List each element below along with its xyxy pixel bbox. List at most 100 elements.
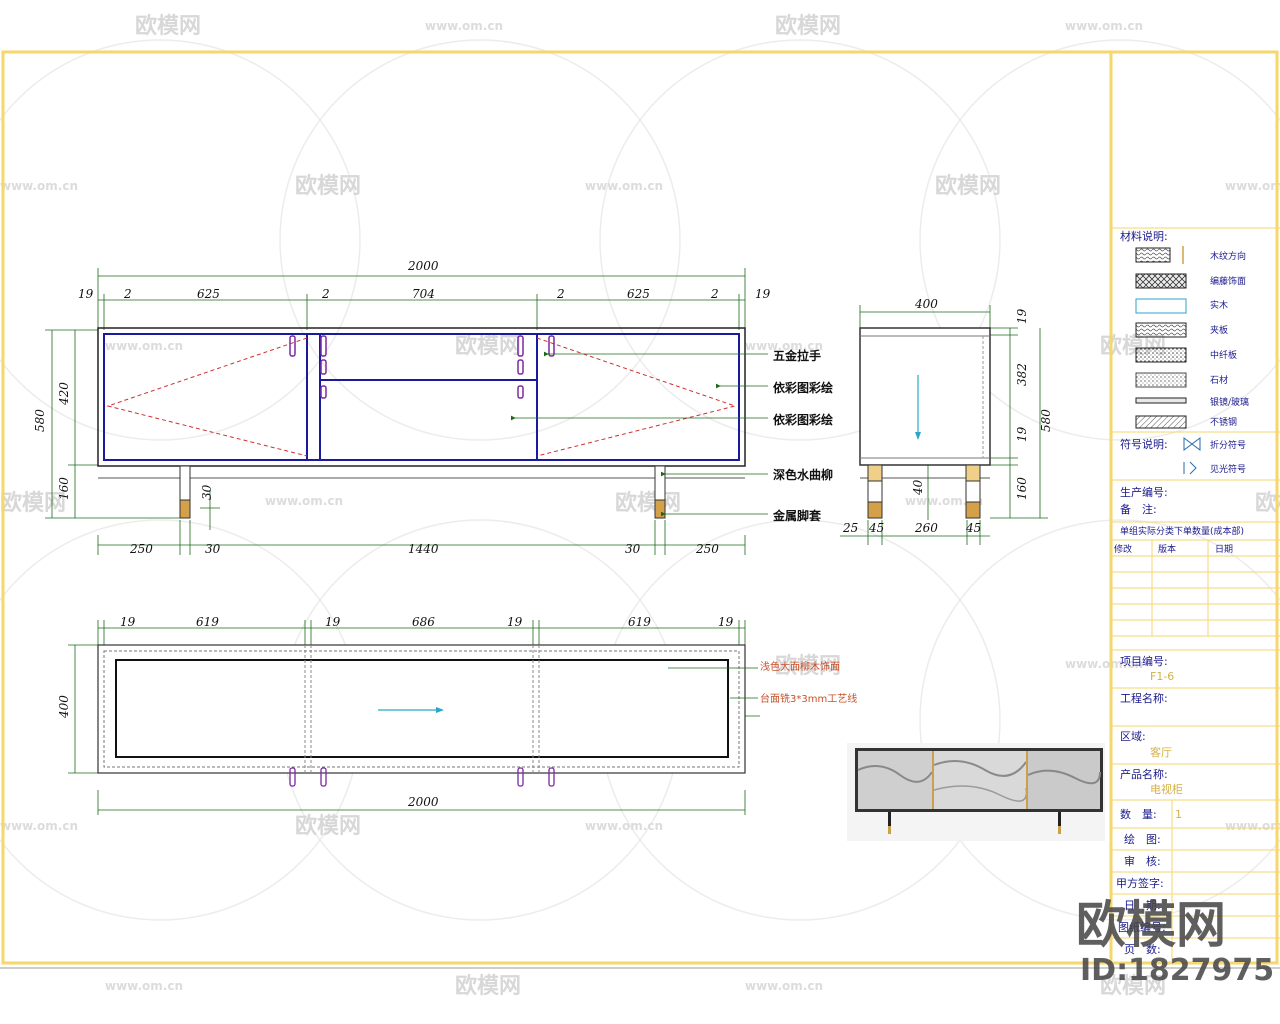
swatch-stainless (1135, 415, 1187, 429)
symbol-label: 折分符号 (1210, 439, 1246, 451)
dim-depth: 400 (914, 297, 938, 311)
dim-top: 19 (755, 287, 771, 301)
watermark-brand: 欧模网 (0, 490, 66, 516)
callout-painted-panel: 依彩图彩绘 (773, 412, 833, 427)
product-name-label: 产品名称: (1120, 767, 1168, 781)
side-view: 400 19 382 19 160 580 40 25 45 260 45 (840, 297, 1053, 545)
dim-side-bottom: 25 (842, 521, 858, 535)
material-label: 编藤饰面 (1210, 275, 1246, 287)
watermark-brand: 欧模网 (775, 13, 841, 39)
swatch-plywood (1135, 322, 1187, 338)
material-label: 银镜/玻璃 (1210, 396, 1249, 408)
dim-bottom: 250 (129, 542, 153, 556)
dim-top: 625 (197, 287, 220, 301)
note-light-willow: 浅色大面柳木饰面 (760, 660, 840, 673)
dim-height-leg: 160 (57, 477, 71, 500)
dim-top-depth: 400 (57, 695, 71, 719)
dim-top-overall: 2000 (407, 795, 439, 809)
dim-leg-detail: 30 (200, 484, 214, 500)
material-label: 实木 (1210, 299, 1228, 311)
drawn-by-label: 绘 图: (1124, 832, 1161, 846)
dim-top-view: 19 (325, 615, 341, 629)
swatch-mirror-glass (1135, 397, 1187, 404)
revision-header: 修改 (1114, 543, 1132, 555)
reviewer-label: 审 核: (1124, 854, 1161, 868)
watermark-brand: 欧模网 (295, 173, 361, 199)
area-label: 区域: (1120, 730, 1146, 743)
dim-top: 2 (321, 287, 330, 301)
project-no-label: 项目编号: (1120, 654, 1168, 668)
dim-top: 2 (123, 287, 132, 301)
dim-top: 2 (710, 287, 719, 301)
dim-bottom: 1440 (408, 542, 439, 556)
quantity-label: 数 量: (1120, 808, 1157, 821)
material-label: 石材 (1210, 374, 1228, 386)
material-label: 中纤板 (1210, 349, 1237, 361)
product-render (847, 743, 1105, 841)
top-outer (97, 644, 746, 774)
watermark-url: www.om.cn (0, 179, 78, 193)
watermark-url: www.om.cn (425, 19, 503, 33)
watermark-brand: 欧模网 (935, 173, 1001, 199)
materials-title: 材料说明: (1120, 229, 1168, 243)
watermark-url: www.om.cn (0, 819, 78, 833)
dim-top-view: 19 (718, 615, 734, 629)
dim-side-bottom: 45 (965, 521, 981, 535)
dim-top-view: 19 (120, 615, 136, 629)
client-sign-label: 甲方签字: (1116, 876, 1164, 890)
order-quantity-note: 单组实际分类下单数量(成本部) (1120, 525, 1244, 537)
watermark-layer: 欧模网 www.om.cn 欧模网 www.om.cn www.om.cn 欧模… (0, 13, 1280, 999)
cabinet-inner (103, 333, 740, 461)
note-groove-line: 台面铣3*3mm工艺线 (760, 692, 857, 705)
watermark-url: www.om.cn (105, 979, 183, 993)
material-label: 夹板 (1210, 324, 1228, 336)
watermark-brand: 欧模网 (455, 973, 521, 999)
dim-side-leg: 40 (911, 479, 925, 496)
callout-dark-ash: 深色水曲柳 (773, 467, 833, 482)
dim-side: 382 (1015, 363, 1029, 386)
watermark-url: www.om.cn (1065, 19, 1143, 33)
callout-hardware-handle: 五金拉手 (773, 348, 821, 363)
watermark-url: www.om.cn (745, 979, 823, 993)
revision-header: 日期 (1215, 544, 1233, 555)
watermark-url: www.om.cn (1225, 819, 1280, 833)
quantity-value: 1 (1175, 808, 1182, 821)
product-name-value: 电视柜 (1150, 782, 1183, 796)
top-inset-panel (115, 659, 729, 758)
dim-bottom: 30 (625, 542, 641, 556)
symbol-label: 见光符号 (1210, 463, 1246, 475)
front-view: 2000 19 2 625 2 704 2 625 2 19 580 420 1… (33, 259, 833, 556)
symbols-title: 符号说明: (1120, 437, 1168, 451)
dim-bottom: 250 (695, 542, 719, 556)
watermark-brand: 欧模网 (615, 490, 681, 516)
dim-top: 19 (78, 287, 94, 301)
page-count-label: 页 数: (1124, 943, 1161, 956)
dim-top-view: 619 (628, 615, 651, 629)
watermark-url: www.om.cn (1225, 179, 1280, 193)
watermark-brand: 欧模网 (295, 813, 361, 839)
material-label: 不锈钢 (1210, 416, 1237, 428)
dim-top: 2 (556, 287, 565, 301)
dim-top-view: 19 (507, 615, 523, 629)
watermark-id: ID:1827975 (1080, 953, 1274, 988)
dim-side-total: 580 (1039, 409, 1053, 432)
project-name-label: 工程名称: (1120, 691, 1168, 705)
watermark-brand: 欧模网 (775, 653, 841, 679)
swatch-mdf (1135, 347, 1187, 363)
project-no-value: F1-6 (1150, 670, 1174, 683)
dim-overall-width: 2000 (407, 259, 439, 273)
swatch-solid-wood (1135, 298, 1187, 314)
dim-side-bottom: 45 (868, 521, 884, 535)
swatch-wood-grain (1135, 247, 1171, 263)
top-view: 19 619 19 686 19 619 19 400 2000 50 浅色大面… (57, 615, 857, 815)
production-no-label: 生产编号: (1120, 485, 1168, 499)
side-cabinet (859, 327, 991, 466)
callout-metal-foot: 金属脚套 (772, 508, 822, 523)
watermark-url: www.om.cn (585, 179, 663, 193)
watermark-url: www.om.cn (905, 494, 983, 508)
date-label: 日 期: (1124, 899, 1161, 912)
dim-top-view: 686 (412, 615, 435, 629)
watermark-brand: 欧模网 (455, 333, 521, 359)
watermark-brand: 欧模网 (135, 13, 201, 39)
